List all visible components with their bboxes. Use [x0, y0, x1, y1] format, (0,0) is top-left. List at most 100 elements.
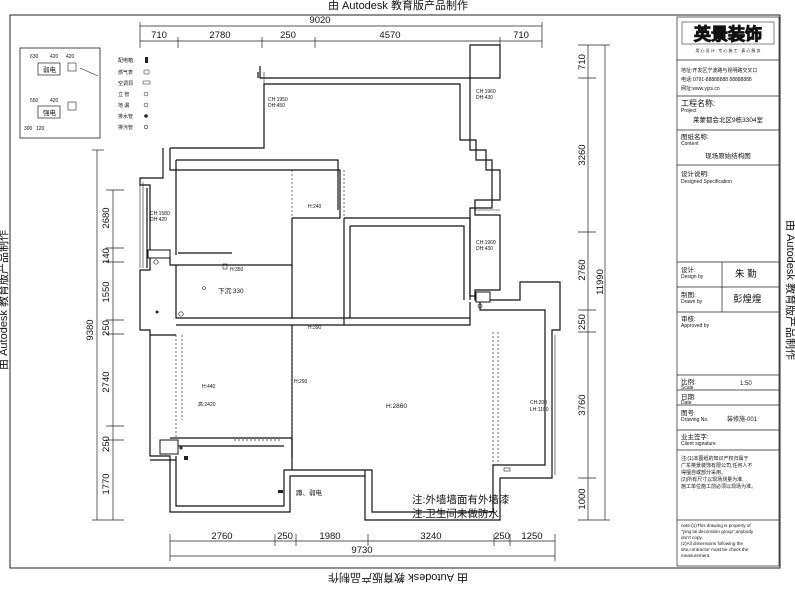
- right-total-dim: 11990: [595, 269, 606, 295]
- left-dim-6: 1770: [101, 473, 112, 494]
- approved-label: 审核:: [681, 314, 696, 323]
- scale-value: 1:50: [740, 381, 752, 387]
- legend-mini-dim-f: 300: [24, 126, 33, 132]
- company-name: 英景装饰: [694, 24, 762, 44]
- note-en-line: don't copy.: [681, 535, 703, 540]
- bottom-dim-4: 250: [494, 531, 510, 542]
- project-label: 工程名称:: [681, 98, 715, 108]
- left-dimension: [92, 149, 124, 521]
- panel-icon: [145, 57, 148, 63]
- note-en-line: site,contractor must be check the: [681, 547, 749, 552]
- legend-item-1: 燃气表: [118, 69, 133, 76]
- drawn-label: 制图:: [681, 290, 696, 299]
- scale-label-en: Scale: [681, 385, 694, 391]
- label-h2860: H:2860: [386, 403, 407, 410]
- approved-label-en: Approved by: [681, 323, 710, 329]
- title-block: [676, 16, 780, 567]
- label-high2420: 高:2420: [198, 401, 216, 408]
- company-phone: 0791-88888888 88888888: [693, 77, 752, 83]
- right-dimension: [578, 44, 610, 521]
- drawn-name: 彭煌煌: [733, 293, 762, 305]
- ac-hole-icon: [278, 490, 283, 493]
- left-dim-3: 250: [101, 320, 112, 336]
- legend-strong-label: 强电: [43, 108, 57, 117]
- legend-mini-dim-e: 420: [50, 98, 59, 104]
- notes-cn: 注:(1)本图纸的知识产权归属于 广东英景装饰有限公司,任何人不 得擅自或部分采…: [681, 455, 756, 490]
- ac-hole-icon: [142, 80, 151, 85]
- label-toilet: 蹲、弱电: [296, 488, 323, 497]
- note-cn-line: 注:(1)本图纸的知识产权归属于: [681, 455, 749, 462]
- drain-pipe-icon: [144, 114, 148, 118]
- owner-label-en: Client signature: [681, 441, 716, 447]
- columns: [147, 249, 491, 455]
- legend-weak-label: 弱电: [43, 65, 57, 74]
- owner-label: 业主签字:: [681, 432, 709, 441]
- fixtures: [153, 259, 511, 493]
- label-dh3: DH:420: [150, 217, 167, 223]
- right-dim-0: 710: [577, 54, 588, 70]
- date-label: 日期:: [681, 393, 696, 401]
- left-dim-0: 2680: [101, 207, 112, 228]
- label-down330: 下沉:330: [218, 287, 244, 295]
- legend-mini-dim-b: 420: [50, 54, 59, 60]
- ac-hole-icon: [503, 467, 511, 472]
- annotations: CH:1950 DH:450 CH:1960 DH:430 CH:1580 DH…: [150, 89, 549, 520]
- label-dh1: DH:450: [268, 103, 285, 109]
- gas-meter-icon: [143, 69, 150, 75]
- legend-mini-dim-d: 550: [30, 98, 39, 104]
- drawing-no-value: 装修施-001: [727, 415, 758, 423]
- content-label: 图纸名称:: [681, 132, 709, 141]
- left-dim-1: 140: [101, 248, 112, 264]
- legend-item-6: 排污管: [118, 124, 133, 131]
- floor-drain-icon: [143, 102, 149, 108]
- walls: [139, 44, 561, 521]
- company-phone-label: 电话:: [681, 76, 692, 83]
- bottom-dim-2: 1980: [319, 531, 340, 542]
- label-h390: H:390: [308, 325, 322, 331]
- note-en-line: (2)All dimensions following the: [681, 541, 743, 546]
- notes-en: note:(1)This drawing is property of "yin…: [681, 523, 754, 558]
- watermark-right: 由 Autodesk 教育版产品制作: [784, 220, 795, 360]
- drawing-border: [9, 14, 781, 569]
- left-dim-5: 250: [101, 436, 112, 452]
- designer-label: 设计:: [681, 265, 696, 274]
- riser-icon: [477, 303, 483, 309]
- top-dim-1: 2780: [209, 30, 230, 41]
- drawing-no-label: 图号:: [681, 409, 696, 417]
- top-dimension: [139, 22, 543, 48]
- spec-label-en: Designed Specification: [681, 179, 732, 185]
- riser-icon: [153, 259, 159, 265]
- designer-label-en: Design by: [681, 274, 704, 280]
- note-en-line: measurement.: [681, 553, 710, 558]
- note-exterior-paint: 注:外墙墙面有外墙漆: [412, 493, 510, 506]
- date-label-en: Date: [681, 400, 692, 406]
- legend-item-5: 排水管: [118, 113, 133, 120]
- label-ch200: CH:200: [530, 400, 547, 406]
- watermark-bottom: 由 Autodesk 教育版产品制作: [328, 571, 468, 584]
- label-h290: H:290: [294, 379, 308, 385]
- company-address: 地址:开发区宁波路与昆明路交叉口: [681, 67, 757, 74]
- top-dim-4: 710: [513, 30, 529, 41]
- scale-label: 比例:: [681, 377, 696, 386]
- legend-mini-dim-a: 630: [30, 54, 39, 60]
- legend-mini-box: [19, 47, 101, 139]
- label-ch2: CH:1960: [476, 89, 496, 95]
- right-dim-4: 3760: [577, 394, 588, 415]
- label-lh1100: LH:1100: [530, 407, 549, 413]
- left-dim-2: 1550: [101, 281, 112, 302]
- right-dim-1: 3260: [577, 144, 588, 165]
- legend-item-0: 配电箱: [118, 57, 133, 64]
- note-cn-line: 广东英景装饰有限公司,任何人不: [681, 462, 752, 469]
- company-logo: 英景装饰 用 心 设 计 · 专 心 施 工 · 真 心 服 务: [681, 21, 775, 53]
- legend: 630 420 弱电 420 550 420 300 120 强电 配电箱 燃气…: [19, 47, 151, 139]
- watermark-top: 由 Autodesk 教育版产品制作: [328, 0, 468, 12]
- note-en-line: note:(1)This drawing is property of: [681, 523, 751, 528]
- content-value: 现场原始结构图: [705, 151, 751, 160]
- panel-icon: [184, 456, 188, 460]
- drain-pipe-icon: [155, 310, 159, 314]
- bottom-dim-0: 2760: [211, 531, 232, 542]
- floor-drain-icon: [202, 286, 206, 290]
- project-value: 莱蒙都会北区9栋3304室: [693, 115, 764, 124]
- door-openings: [175, 170, 499, 465]
